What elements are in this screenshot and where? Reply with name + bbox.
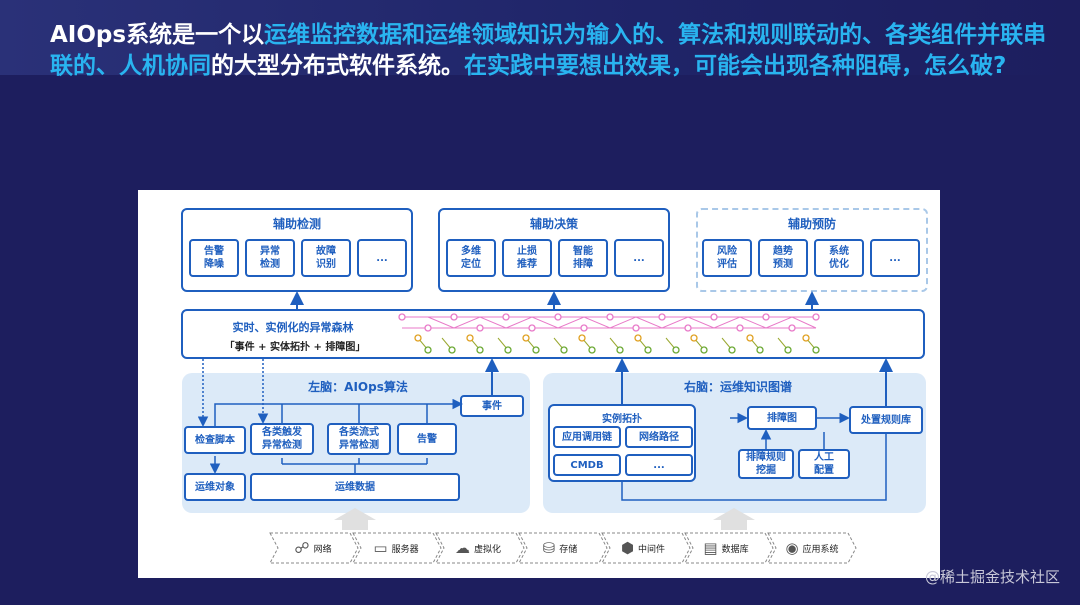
check-script-box: 检查脚本 bbox=[184, 426, 246, 454]
alarm-box: 告警 bbox=[397, 423, 457, 455]
alarm-denoise-chip: 告警 降噪 bbox=[189, 239, 239, 277]
rule-library-box: 处置规则库 bbox=[849, 406, 923, 434]
infra-network: ☍网络 bbox=[276, 533, 350, 563]
manual-config-box: 人工 配置 bbox=[798, 449, 850, 479]
right-brain-title: 右脑：运维知识图谱 bbox=[683, 380, 792, 394]
topo-more-box: ... bbox=[625, 454, 693, 476]
storage-icon: ⛁ bbox=[542, 539, 556, 557]
page-title: AIOps系统是一个以运维监控数据和运维领域知识为输入的、算法和规则联动的、各类… bbox=[50, 20, 1050, 82]
anomaly-forest-label: 实时、实例化的异常森林 bbox=[232, 321, 354, 334]
risk-assess-chip: 风险 评估 bbox=[702, 239, 752, 277]
assist-detect-title: 辅助检测 bbox=[272, 217, 321, 231]
trigger-detect-box: 各类触发 异常检测 bbox=[250, 423, 314, 455]
network-icon: ☍ bbox=[294, 539, 310, 557]
system-optimize-chip: 系统 优化 bbox=[814, 239, 864, 277]
network-path-box: 网络路径 bbox=[625, 426, 693, 448]
smart-troubleshoot-chip: 智能 排障 bbox=[558, 239, 608, 277]
stop-loss-chip: 止损 推荐 bbox=[502, 239, 552, 277]
decide-more-chip: ... bbox=[614, 239, 664, 277]
multi-locate-chip: 多维 定位 bbox=[446, 239, 496, 277]
call-chain-box: 应用调用链 bbox=[553, 426, 621, 448]
rule-mining-box: 排障规则 挖掘 bbox=[738, 449, 794, 479]
title-band bbox=[0, 0, 1080, 75]
trend-predict-chip: 趋势 预测 bbox=[758, 239, 808, 277]
title-part-2: 运维监控数据和运维领域知识为输入的、算法和规则联动的、各类组件并联串联的、人机协… bbox=[50, 22, 1047, 79]
title-part-3: 的大型分布式软件系统。 bbox=[211, 53, 464, 79]
infra-app-label: 应用系统 bbox=[802, 544, 839, 555]
detect-more-chip: ... bbox=[357, 239, 407, 277]
infra-database-label: 数据库 bbox=[721, 544, 749, 555]
connector-layer bbox=[197, 291, 893, 564]
infra-middleware-label: 中间件 bbox=[638, 544, 666, 555]
instance-topo-title: 实例拓扑 bbox=[602, 414, 642, 425]
database-icon: ▤ bbox=[703, 539, 718, 557]
infra-database: ▤数据库 bbox=[689, 533, 763, 563]
title-part-4: 在实践中要想出效果，可能会出现各种阻碍，怎么破? bbox=[464, 53, 1007, 79]
diagram-panel: 辅助检测 告警 降噪 异常 检测 故障 识别 ... 辅助决策 多维 定位 止损… bbox=[138, 190, 940, 578]
infra-network-label: 网络 bbox=[313, 544, 332, 555]
fault-identify-chip: 故障 识别 bbox=[301, 239, 351, 277]
infra-middleware: ⬢中间件 bbox=[606, 533, 680, 563]
stream-detect-box: 各类流式 异常检测 bbox=[327, 423, 391, 455]
app-icon: ◉ bbox=[785, 539, 799, 557]
cloud-icon: ☁ bbox=[454, 539, 470, 557]
infra-storage-label: 存储 bbox=[559, 544, 578, 555]
infra-storage: ⛁存储 bbox=[523, 533, 597, 563]
troubleshoot-graph-box: 排障图 bbox=[747, 406, 817, 430]
infra-server-label: 服务器 bbox=[391, 544, 419, 555]
server-icon: ▭ bbox=[373, 539, 388, 557]
anomaly-forest-sub: 「事件 + 实体拓扑 + 排障图」 bbox=[224, 342, 366, 353]
left-brain-title: 左脑：AIOps算法 bbox=[308, 380, 408, 394]
middleware-icon: ⬢ bbox=[620, 539, 635, 557]
ops-data-box: 运维数据 bbox=[250, 473, 460, 501]
forest-graph bbox=[398, 313, 820, 354]
cmdb-box: CMDB bbox=[553, 454, 621, 476]
prevent-more-chip: ... bbox=[870, 239, 920, 277]
assist-decide-title: 辅助决策 bbox=[529, 217, 578, 231]
title-part-1: AIOps系统是一个以 bbox=[50, 22, 265, 48]
anomaly-detect-chip: 异常 检测 bbox=[245, 239, 295, 277]
infra-app: ◉应用系统 bbox=[772, 533, 852, 563]
watermark: @稀土掘金技术社区 bbox=[924, 568, 1060, 586]
infra-virtual: ☁虚拟化 bbox=[441, 533, 515, 563]
assist-prevent-title: 辅助预防 bbox=[787, 217, 836, 231]
infra-virtual-label: 虚拟化 bbox=[473, 544, 501, 555]
ops-target-box: 运维对象 bbox=[184, 473, 246, 501]
infra-server: ▭服务器 bbox=[359, 533, 433, 563]
